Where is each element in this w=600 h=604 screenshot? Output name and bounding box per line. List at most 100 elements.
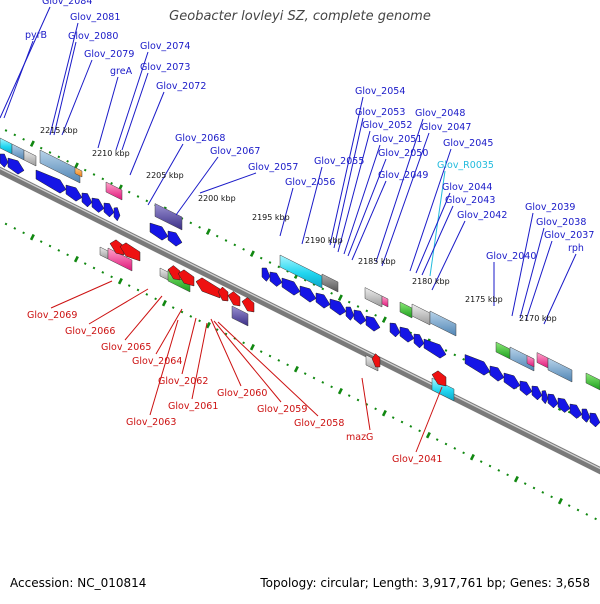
label-leader-line	[88, 288, 149, 325]
label-leader-line	[121, 72, 149, 151]
tick-mark-lower	[145, 293, 149, 296]
tick-mark-upper	[189, 221, 193, 225]
tick-mark-lower	[268, 354, 272, 358]
gene-box	[585, 372, 600, 391]
gene-box	[11, 143, 25, 161]
tick-mark-lower	[249, 343, 255, 351]
tick-mark-lower	[506, 473, 509, 477]
label-leader-line	[115, 51, 149, 151]
label-leader-line	[147, 143, 184, 206]
gene-box	[547, 357, 573, 383]
label-leaders	[0, 6, 577, 453]
gene-label: Glov_2064	[132, 356, 182, 367]
reverse-gene-arrow	[177, 269, 195, 287]
gene-label: rph	[568, 243, 584, 254]
tick-mark-lower	[576, 508, 580, 512]
tick-mark-upper	[198, 225, 201, 229]
label-leader-line	[347, 158, 387, 257]
tick-mark-lower	[356, 398, 360, 402]
tick-mark-lower	[347, 394, 351, 397]
gene-label: Glov_2047	[421, 122, 471, 133]
tick-mark-upper	[365, 309, 369, 313]
tick-mark-lower	[110, 275, 113, 279]
tick-mark-upper	[330, 291, 333, 295]
label-leader-line	[415, 386, 443, 453]
kbp-label: 2205 kbp	[146, 171, 184, 180]
gene-label: Glov_2057	[248, 162, 298, 173]
gene-label: Glov_2084	[42, 0, 92, 7]
forward-gene-arrow	[423, 338, 447, 359]
gene-box	[381, 295, 389, 308]
rna-gene-box	[279, 254, 323, 289]
label-leader-line	[279, 187, 294, 237]
label-leader-line	[124, 295, 163, 341]
tick-mark-upper	[48, 151, 52, 154]
gene-label: Glov_2067	[210, 146, 260, 157]
forward-gene-arrow	[315, 292, 331, 309]
gene-label: Glov_R0035	[437, 160, 494, 171]
tick-mark-lower	[303, 372, 307, 375]
genome-summary-text: Topology: circular; Length: 3,917,761 bp…	[260, 576, 590, 590]
gene-box	[399, 301, 413, 319]
tick-mark-upper	[13, 133, 17, 137]
tick-mark-upper	[205, 228, 211, 235]
gene-box	[105, 181, 123, 201]
label-leader-line	[351, 180, 387, 261]
tick-mark-lower	[337, 387, 343, 395]
tick-mark-lower	[557, 497, 563, 505]
label-leader-line	[337, 130, 371, 253]
tick-mark-lower	[286, 363, 289, 367]
label-leader-line	[329, 96, 364, 246]
tick-mark-lower	[409, 425, 413, 428]
forward-gene-arrow	[281, 277, 301, 296]
tick-mark-upper	[249, 250, 255, 257]
forward-gene-arrow	[103, 202, 115, 218]
reverse-gene-arrow	[217, 286, 229, 302]
gene-label: Glov_2066	[65, 326, 115, 337]
tick-mark-lower	[198, 319, 201, 323]
gene-label: Glov_2053	[355, 107, 405, 118]
gene-label: Glov_2062	[158, 376, 208, 387]
gene-box	[509, 346, 535, 372]
forward-gene-arrow	[581, 408, 591, 423]
forward-gene-arrow	[113, 207, 121, 222]
forward-gene-arrow	[329, 298, 347, 316]
tick-mark-upper	[277, 265, 281, 269]
forward-gene-arrow	[299, 285, 317, 303]
tick-mark-lower	[161, 299, 167, 307]
kbp-label: 2215 kbp	[40, 126, 78, 135]
reverse-gene-arrow	[227, 291, 241, 307]
kbp-label: 2185 kbp	[358, 257, 396, 266]
tick-mark-lower	[513, 475, 519, 483]
tick-mark-lower	[242, 341, 245, 345]
tick-mark-upper	[4, 129, 8, 132]
tick-mark-lower	[381, 409, 387, 417]
label-leader-line	[3, 40, 34, 119]
tick-mark-upper	[224, 239, 228, 242]
tick-mark-lower	[330, 385, 333, 389]
gene-box	[526, 355, 535, 368]
gene-label: Glov_2045	[443, 138, 493, 149]
label-leader-line	[343, 144, 381, 255]
forward-gene-arrow	[541, 390, 549, 405]
gene-label: Glov_2072	[156, 81, 206, 92]
label-leader-line	[511, 212, 534, 317]
tick-mark-lower	[497, 469, 501, 472]
forward-gene-arrow	[413, 333, 425, 349]
tick-mark-lower	[293, 365, 299, 373]
tick-mark-lower	[22, 231, 25, 235]
gene-label: mazG	[346, 432, 373, 443]
gene-label: Glov_2068	[175, 133, 225, 144]
gene-label: Glov_2044	[442, 182, 492, 193]
kbp-label: 2190 kbp	[305, 236, 343, 245]
gene-box	[99, 246, 109, 260]
forward-gene-arrow	[489, 365, 505, 382]
label-leader-line	[525, 240, 553, 321]
reverse-gene-arrow	[241, 297, 255, 313]
tick-mark-lower	[532, 486, 536, 490]
label-leader-line	[149, 319, 179, 416]
gene-arrows	[0, 153, 600, 428]
forward-gene-arrow	[389, 322, 401, 338]
